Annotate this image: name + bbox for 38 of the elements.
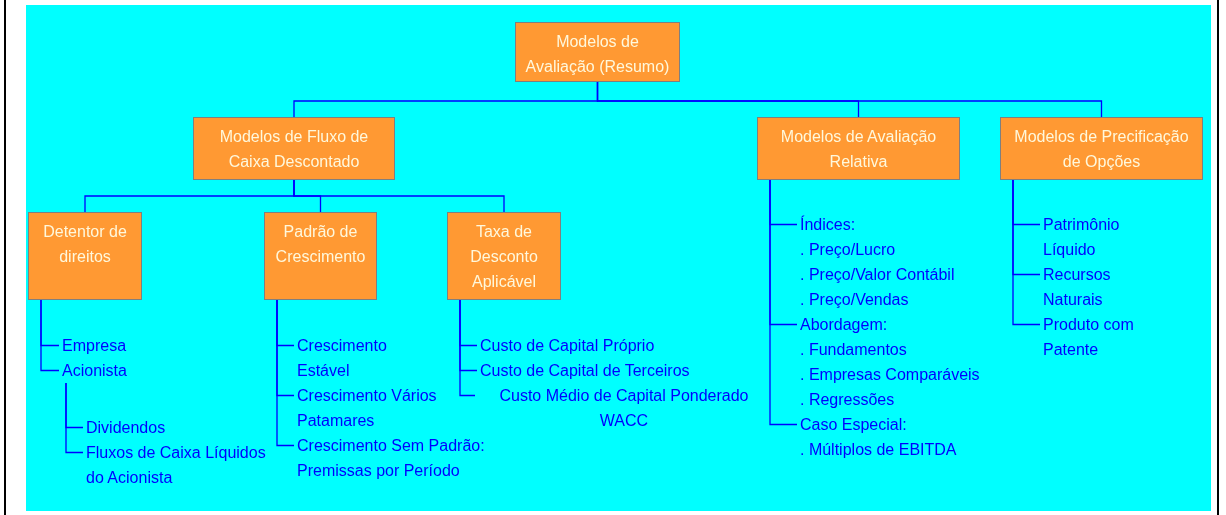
sub-item-text: . Empresas Comparáveis xyxy=(800,365,980,385)
category-box: Modelos de Precificação de Opções xyxy=(1000,117,1203,180)
sub-item-text: . Múltiplos de EBITDA xyxy=(800,440,957,460)
connector-line xyxy=(276,299,295,447)
category-box: Taxa de Desconto Aplicável xyxy=(447,212,561,300)
item-text: Crescimento Sem Padrão: Premissas por Período xyxy=(297,433,487,483)
category-box: Modelos de Avaliação Relativa xyxy=(757,117,960,180)
item-text: Custo de Capital de Terceiros xyxy=(480,358,770,383)
item-text: Produto com Patente xyxy=(1043,312,1163,362)
item-text: Fluxos de Caixa Líquidos do Acionista xyxy=(86,440,268,490)
item-text: Empresa xyxy=(62,333,182,358)
item-text: Custo de Capital Próprio xyxy=(480,333,770,358)
category-box: Modelos de Avaliação (Resumo) xyxy=(515,22,680,82)
item-text: Abordagem: xyxy=(800,312,950,337)
item-text: Patrimônio Líquido xyxy=(1043,212,1143,262)
item-text: Acionista xyxy=(62,358,182,383)
category-box: Padrão de Crescimento xyxy=(264,212,377,300)
item-text: Índices: xyxy=(800,212,950,237)
sub-item-text: . Regressões xyxy=(800,390,895,410)
sub-item-text: . Preço/Lucro xyxy=(800,240,896,260)
sub-item-text: . Preço/Vendas xyxy=(800,290,909,310)
item-text: Caso Especial: xyxy=(800,412,950,437)
connector-line xyxy=(769,179,798,426)
sub-item-text: . Preço/Valor Contábil xyxy=(800,265,955,285)
item-text: Crescimento Vários Patamares xyxy=(297,383,447,433)
item-text: Dividendos xyxy=(86,415,236,440)
connector-line xyxy=(293,179,505,213)
connector-line xyxy=(1012,179,1041,326)
category-box: Detentor de direitos xyxy=(28,212,142,300)
sub-item-text: . Fundamentos xyxy=(800,340,907,360)
category-box: Modelos de Fluxo de Caixa Descontado xyxy=(193,117,395,180)
item-text: Custo Médio de Capital Ponderado WACC xyxy=(478,383,770,433)
connector-line xyxy=(40,299,60,372)
item-text: Crescimento Estável xyxy=(297,333,409,383)
connector-line xyxy=(596,81,1103,118)
connector-line xyxy=(65,382,84,454)
connector-line xyxy=(459,299,476,397)
item-text: Recursos Naturais xyxy=(1043,262,1143,312)
